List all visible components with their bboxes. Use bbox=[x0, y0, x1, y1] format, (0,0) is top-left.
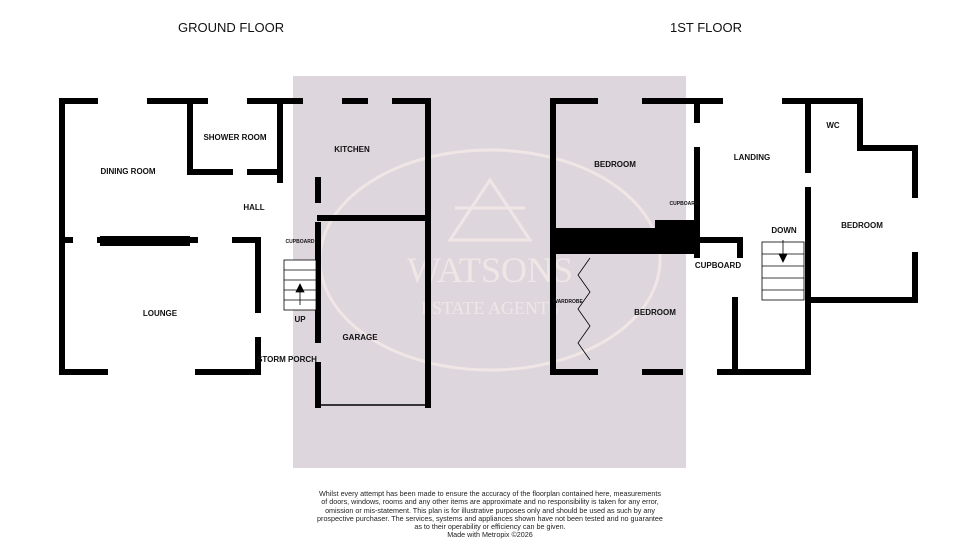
room-bedroom-3: BEDROOM bbox=[634, 308, 676, 317]
wall-block bbox=[655, 220, 697, 232]
watermark-logo: WATSONS ESTATE AGENTS bbox=[318, 148, 662, 372]
floor-void bbox=[553, 228, 698, 254]
room-garage: GARAGE bbox=[342, 333, 378, 342]
wardrobe-doors bbox=[577, 257, 591, 361]
room-bedroom-2: BEDROOM bbox=[841, 221, 883, 230]
stairs-first bbox=[761, 240, 805, 301]
room-lounge: LOUNGE bbox=[143, 309, 178, 318]
ground-floor-title: GROUND FLOOR bbox=[178, 20, 285, 35]
first-floor-walls bbox=[550, 98, 918, 375]
room-dining: DINING ROOM bbox=[100, 167, 155, 176]
fireplace bbox=[100, 236, 190, 246]
room-bedroom-1: BEDROOM bbox=[594, 160, 636, 169]
ground-floor-walls bbox=[59, 98, 431, 408]
room-hall: HALL bbox=[243, 203, 264, 212]
watermark-tagline: ESTATE AGENTS bbox=[421, 298, 559, 318]
room-storm-porch: STORM PORCH bbox=[257, 355, 317, 364]
room-cupboard-2: CUPBOARD bbox=[695, 261, 741, 270]
disclaimer-line: Whilst every attempt has been made to en… bbox=[319, 489, 661, 498]
room-landing: LANDING bbox=[734, 153, 770, 162]
stairs-ground bbox=[283, 259, 317, 311]
disclaimer-line: omission or mis-statement. This plan is … bbox=[325, 505, 655, 515]
stairs-up-label: UP bbox=[294, 315, 306, 324]
room-wardrobe: WARDROBE bbox=[553, 299, 583, 305]
disclaimer: Whilst every attempt has been made to en… bbox=[260, 489, 720, 540]
first-floor-title: 1ST FLOOR bbox=[670, 20, 743, 35]
disclaimer-line: prospective purchaser. The services, sys… bbox=[317, 513, 663, 523]
room-shower: SHOWER ROOM bbox=[203, 133, 266, 142]
credit-line: Made with Metropix ©2026 bbox=[447, 530, 533, 540]
stairs-down-label: DOWN bbox=[771, 226, 797, 235]
room-wc: WC bbox=[826, 121, 840, 130]
room-cupboard-ground: CUPBOARD bbox=[286, 239, 315, 245]
watermark-panel bbox=[293, 76, 686, 468]
room-kitchen: KITCHEN bbox=[334, 145, 370, 154]
disclaimer-line: of doors, windows, rooms and any other i… bbox=[321, 497, 659, 507]
room-cupboard-1: CUPBOARD bbox=[670, 201, 699, 207]
watermark-name: WATSONS bbox=[407, 250, 573, 290]
disclaimer-line: as to their operability or efficiency ca… bbox=[414, 522, 566, 532]
